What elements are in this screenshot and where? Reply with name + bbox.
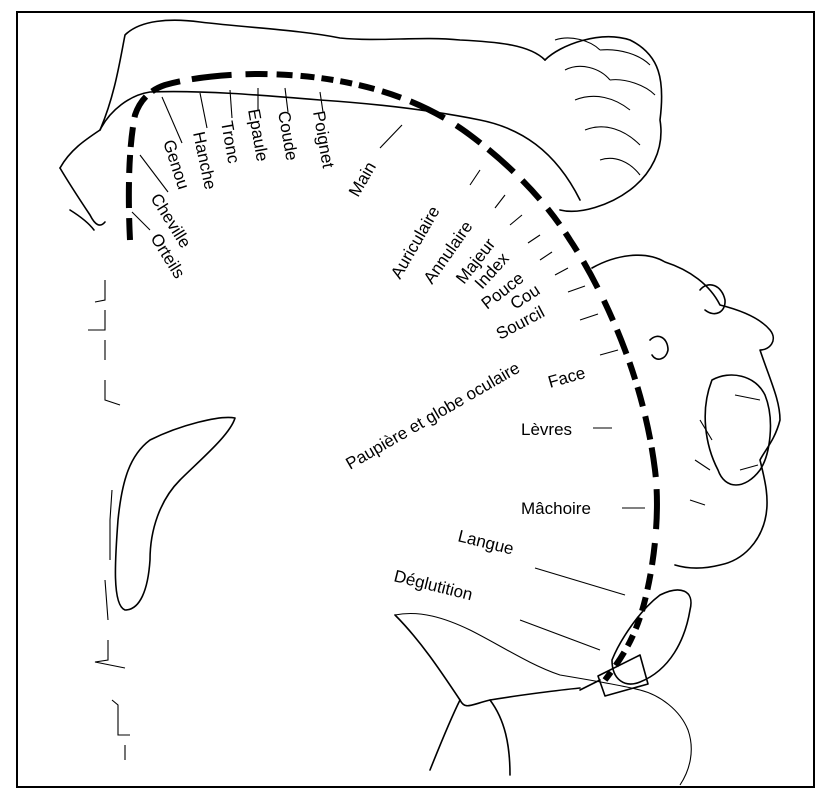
label-levres: Lèvres <box>521 420 572 439</box>
homunculus-figure <box>60 20 780 696</box>
label-tronc: Tronc <box>217 119 243 165</box>
label-coude: Coude <box>274 109 301 162</box>
label-epaule: Epaule <box>244 107 272 162</box>
label-main: Main <box>345 159 380 200</box>
label-machoire: Mâchoire <box>521 499 591 518</box>
frame-border <box>17 12 814 787</box>
brain-outline <box>88 280 691 785</box>
label-genou: Genou <box>159 137 193 191</box>
label-deglutition: Déglutition <box>392 566 475 604</box>
label-paupiere: Paupière et globe oculaire <box>343 358 524 473</box>
label-face: Face <box>546 363 588 392</box>
label-poignet: Poignet <box>309 109 338 169</box>
label-hanche: Hanche <box>189 130 220 191</box>
label-langue: Langue <box>456 526 516 558</box>
